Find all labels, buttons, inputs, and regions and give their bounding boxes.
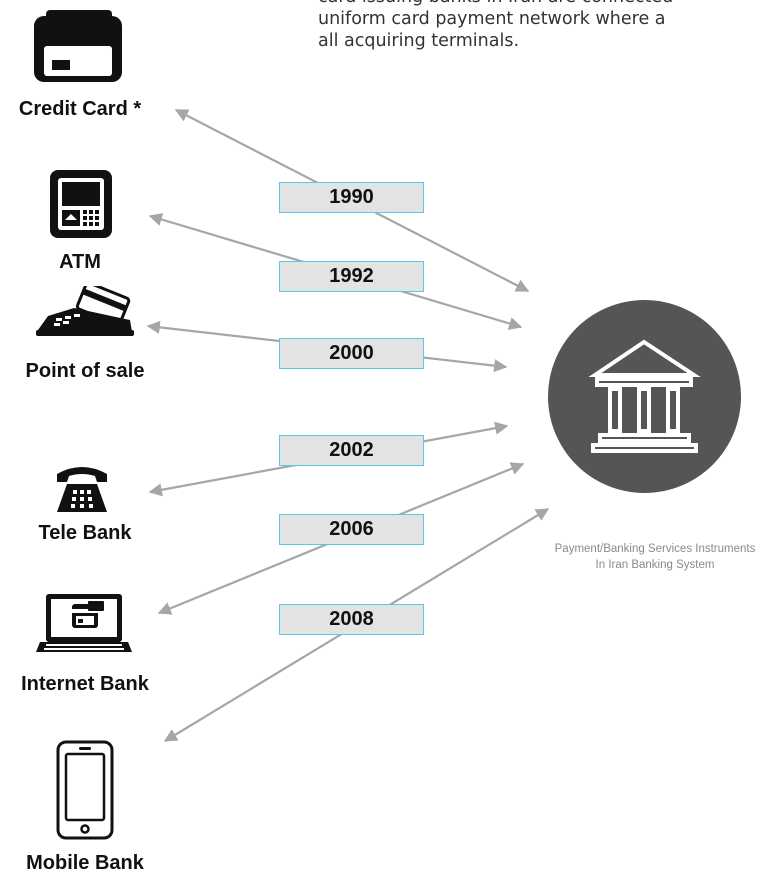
telephone-icon [57, 467, 107, 512]
bank-hub-circle [548, 300, 741, 493]
bank-building-icon [588, 339, 701, 453]
year-box-2006: 2006 [279, 514, 424, 545]
intro-paragraph: card issuing banks in Iran are connected… [318, 0, 673, 51]
label-mobile-bank: Mobile Bank [26, 852, 144, 874]
mobile-phone-icon [56, 740, 114, 840]
label-tele-bank: Tele Bank [38, 522, 132, 544]
label-point-of-sale: Point of sale [25, 360, 145, 382]
atm-icon [50, 170, 112, 238]
laptop-card-icon [36, 594, 132, 652]
bank-hub-caption: Payment/Banking Services Instruments In … [554, 543, 756, 571]
year-box-2008: 2008 [279, 604, 424, 635]
credit-card-icon [34, 10, 122, 82]
year-box-1990: 1990 [279, 182, 424, 213]
year-box-2002: 2002 [279, 435, 424, 466]
pos-terminal-icon [36, 286, 134, 336]
year-box-1992: 1992 [279, 261, 424, 292]
label-credit-card: Credit Card * [18, 98, 142, 120]
label-atm: ATM [59, 251, 101, 273]
label-internet-bank: Internet Bank [21, 673, 149, 695]
year-box-2000: 2000 [279, 338, 424, 369]
